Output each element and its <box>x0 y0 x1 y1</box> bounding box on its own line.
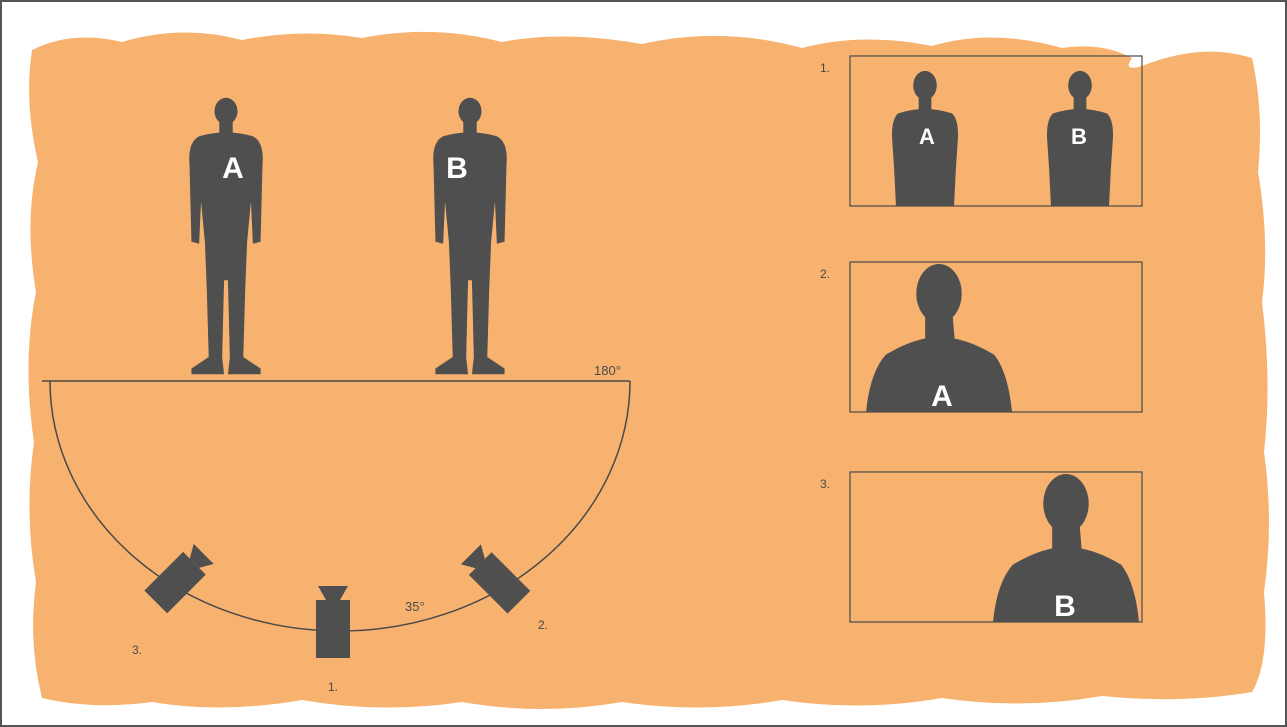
shot-2-letter-a: A <box>931 380 953 413</box>
figure-b-letter: B <box>446 152 468 185</box>
angle-180-label: 180° <box>594 363 621 378</box>
camera-3-label: 3. <box>132 643 142 657</box>
angle-35-label: 35° <box>405 599 425 614</box>
shot-3-number: 3. <box>820 477 830 491</box>
shot-2-number: 2. <box>820 267 830 281</box>
shot-1-letter-a: A <box>919 124 935 149</box>
camera-2-label: 2. <box>538 618 548 632</box>
figure-a-letter: A <box>222 152 244 185</box>
shot-1-letter-b: B <box>1071 124 1087 149</box>
camera-1-label: 1. <box>328 680 338 694</box>
shot-1-number: 1. <box>820 61 830 75</box>
shot-3-letter-b: B <box>1054 590 1076 623</box>
